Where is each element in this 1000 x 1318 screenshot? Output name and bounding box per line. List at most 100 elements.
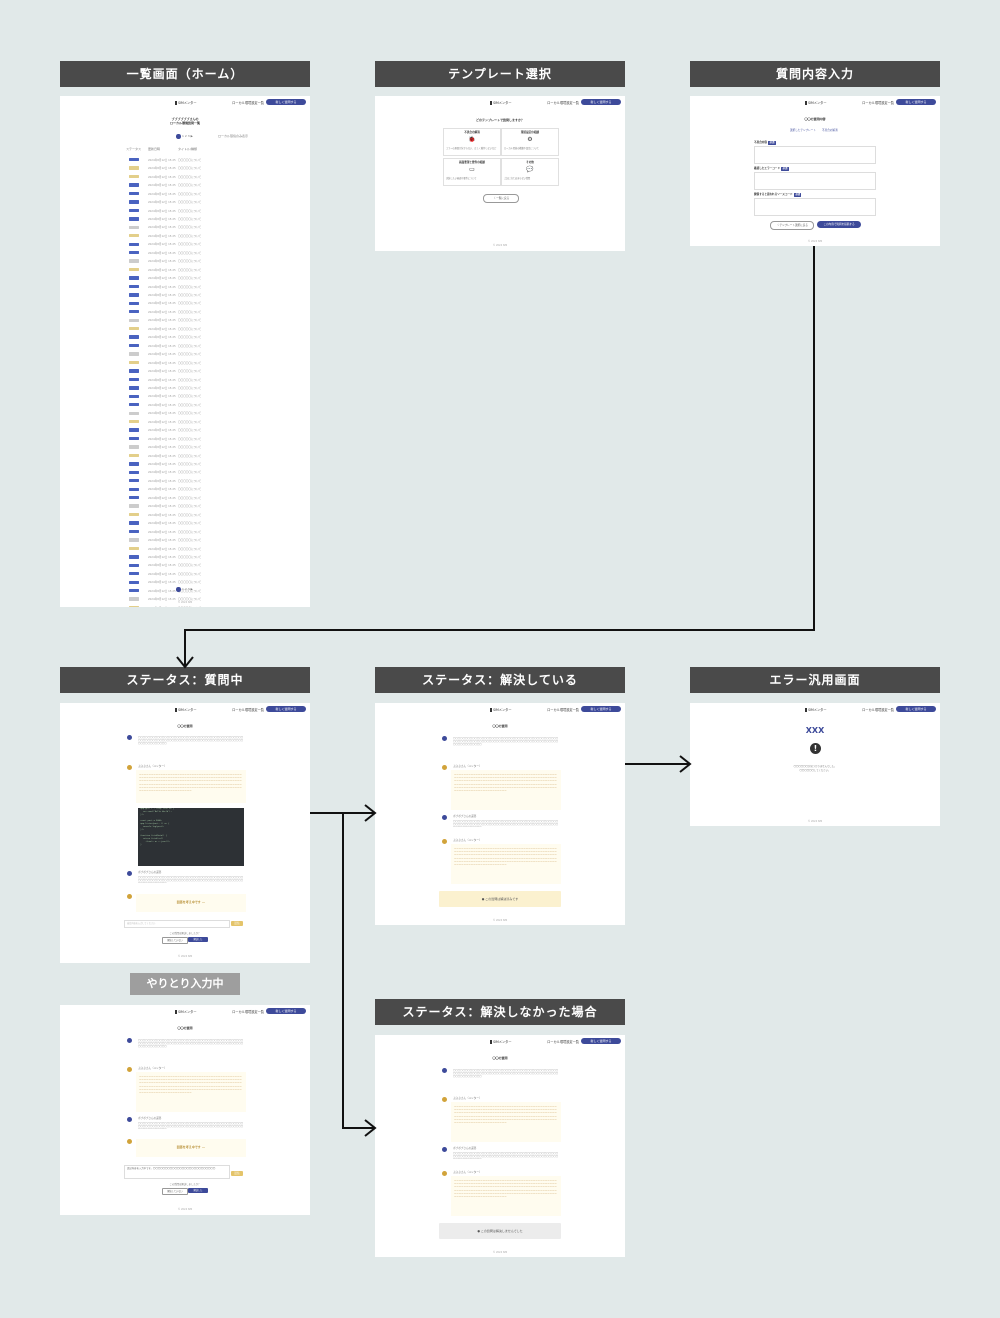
- template-card-other[interactable]: その他 💬 上記に当てはまらない質問: [501, 158, 559, 186]
- send-button[interactable]: 送信: [231, 1171, 243, 1176]
- row-title[interactable]: 〇〇〇〇〇について: [178, 463, 202, 466]
- row-title[interactable]: 〇〇〇〇〇について: [178, 386, 202, 390]
- row-title[interactable]: 〇〇〇〇〇について: [178, 589, 202, 593]
- filter-toggle[interactable]: ローカル環境のみ表示: [218, 134, 249, 138]
- row-title[interactable]: 〇〇〇〇〇について: [178, 572, 202, 576]
- row-title[interactable]: 〇〇〇〇〇について: [178, 302, 202, 306]
- row-title[interactable]: 〇〇〇〇〇について: [178, 336, 202, 340]
- row-title[interactable]: 〇〇〇〇〇について: [178, 285, 202, 289]
- row-title[interactable]: 〇〇〇〇〇について: [178, 581, 202, 585]
- row-title[interactable]: 〇〇〇〇〇について: [178, 446, 202, 450]
- nav-link[interactable]: ローカル環境設定一覧: [547, 101, 579, 105]
- row-title[interactable]: 〇〇〇〇〇について: [178, 437, 202, 441]
- row-title[interactable]: 〇〇〇〇〇について: [178, 192, 202, 196]
- row-title[interactable]: 〇〇〇〇〇について: [178, 167, 202, 171]
- reply-input[interactable]: 追記内容を入力中です。〇〇〇〇〇〇〇〇〇〇〇〇〇〇〇〇〇〇〇〇〇〇〇〇〇〇: [124, 1165, 230, 1179]
- row-title[interactable]: 〇〇〇〇〇について: [178, 505, 202, 509]
- row-title[interactable]: 〇〇〇〇〇について: [178, 310, 202, 314]
- template-card-env[interactable]: 環境設定の相談 ⚙ ローカル環境の構築や設定について: [501, 128, 559, 156]
- row-title[interactable]: 〇〇〇〇〇について: [178, 547, 202, 551]
- row-title[interactable]: 〇〇〇〇〇について: [178, 412, 202, 416]
- logo[interactable]: SIMメンター: [175, 1009, 196, 1014]
- new-question-button[interactable]: 新しく質問する: [896, 98, 936, 105]
- row-title[interactable]: 〇〇〇〇〇について: [178, 251, 202, 255]
- nav-link[interactable]: ローカル環境設定一覧: [862, 708, 894, 712]
- row-title[interactable]: 〇〇〇〇〇について: [178, 378, 202, 382]
- nav-link[interactable]: ローカル環境設定一覧: [547, 1040, 579, 1044]
- field-input-3[interactable]: [754, 198, 876, 216]
- logo[interactable]: SIMメンター: [175, 100, 196, 105]
- nav-link[interactable]: ローカル環境設定一覧: [862, 101, 894, 105]
- row-title[interactable]: 〇〇〇〇〇について: [178, 260, 202, 264]
- template-card-bug[interactable]: 不具合の解消 🐞 エラーの原因が分からない、正しく動作しないなど: [443, 128, 501, 156]
- logo[interactable]: SIMメンター: [490, 1039, 511, 1044]
- row-title[interactable]: 〇〇〇〇〇について: [178, 184, 202, 188]
- row-title[interactable]: 〇〇〇〇〇について: [178, 370, 202, 374]
- pager-current[interactable]: [176, 134, 181, 139]
- new-question-button[interactable]: 新しく質問する: [266, 705, 306, 712]
- row-title[interactable]: 〇〇〇〇〇について: [178, 344, 202, 348]
- pager-bottom[interactable]: 1 2 3 ▶: [182, 586, 193, 591]
- row-title[interactable]: 〇〇〇〇〇について: [178, 217, 202, 221]
- pager-bottom-current[interactable]: [176, 587, 181, 592]
- row-title[interactable]: 〇〇〇〇〇について: [178, 496, 202, 500]
- back-button[interactable]: 〈 一覧に戻る: [483, 194, 519, 203]
- row-title[interactable]: 〇〇〇〇〇について: [178, 353, 202, 357]
- logo[interactable]: SIMメンター: [490, 707, 511, 712]
- row-title[interactable]: 〇〇〇〇〇について: [178, 429, 202, 433]
- row-title[interactable]: 〇〇〇〇〇について: [178, 175, 202, 179]
- row-title[interactable]: 〇〇〇〇〇について: [178, 555, 202, 559]
- row-title[interactable]: 〇〇〇〇〇について: [178, 226, 202, 230]
- new-question-button[interactable]: 新しく質問する: [896, 705, 936, 712]
- logo[interactable]: SIMメンター: [805, 100, 826, 105]
- row-title[interactable]: 〇〇〇〇〇について: [178, 158, 202, 162]
- template-tab[interactable]: 選択したテンプレート: [790, 129, 816, 132]
- row-title[interactable]: 〇〇〇〇〇について: [178, 522, 202, 526]
- row-title[interactable]: 〇〇〇〇〇について: [178, 598, 202, 602]
- not-resolved-button[interactable]: 解決していない: [162, 1188, 188, 1195]
- new-question-button[interactable]: 新しく質問する: [581, 1037, 621, 1044]
- row-title[interactable]: 〇〇〇〇〇について: [178, 294, 202, 297]
- send-button[interactable]: 送信: [231, 920, 243, 926]
- field-input-1[interactable]: [754, 146, 876, 164]
- nav-link[interactable]: ローカル環境設定一覧: [232, 101, 264, 105]
- template-card-screen[interactable]: 画面要望と要件の相談 ▭ 実装したい画面や要件について: [443, 158, 501, 186]
- new-question-button[interactable]: 新しく質問する: [266, 1007, 306, 1014]
- logo[interactable]: SIMメンター: [490, 100, 511, 105]
- row-title[interactable]: 〇〇〇〇〇について: [178, 361, 202, 365]
- back-to-template-button[interactable]: 〈 テンプレート選択に戻る: [770, 221, 814, 230]
- nav-link[interactable]: ローカル環境設定一覧: [547, 708, 579, 712]
- row-title[interactable]: 〇〇〇〇〇について: [178, 488, 202, 492]
- row-title[interactable]: 〇〇〇〇〇について: [178, 606, 201, 608]
- new-question-button[interactable]: 新しく質問する: [266, 98, 306, 105]
- row-title[interactable]: 〇〇〇〇〇について: [178, 319, 202, 323]
- pager[interactable]: 1 2 3 ▶: [182, 133, 193, 138]
- template-tab-selected[interactable]: 不具合の解消: [822, 129, 838, 132]
- resolved-button[interactable]: 解決した: [188, 1188, 208, 1193]
- submit-question-button[interactable]: この内容で質問を投稿する: [817, 221, 861, 228]
- row-title[interactable]: 〇〇〇〇〇について: [178, 209, 202, 213]
- not-resolved-button[interactable]: 解決していない: [162, 937, 188, 944]
- row-title[interactable]: 〇〇〇〇〇について: [178, 327, 202, 331]
- row-title[interactable]: 〇〇〇〇〇について: [178, 454, 202, 458]
- row-title[interactable]: 〇〇〇〇〇について: [178, 530, 202, 534]
- row-title[interactable]: 〇〇〇〇〇について: [178, 277, 202, 281]
- row-title[interactable]: 〇〇〇〇〇について: [178, 268, 202, 272]
- new-question-button[interactable]: 新しく質問する: [581, 705, 621, 712]
- nav-link[interactable]: ローカル環境設定一覧: [232, 708, 264, 712]
- reply-input[interactable]: 返信内容を入力してください: [124, 920, 230, 928]
- logo[interactable]: SIMメンター: [175, 707, 196, 712]
- row-title[interactable]: 〇〇〇〇〇について: [178, 564, 202, 568]
- row-title[interactable]: 〇〇〇〇〇について: [178, 539, 202, 543]
- row-title[interactable]: 〇〇〇〇〇について: [178, 513, 202, 517]
- row-title[interactable]: 〇〇〇〇〇について: [178, 243, 202, 247]
- row-title[interactable]: 〇〇〇〇〇について: [178, 479, 202, 483]
- row-title[interactable]: 〇〇〇〇〇について: [178, 201, 202, 205]
- resolved-button[interactable]: 解決した: [188, 937, 208, 942]
- logo[interactable]: SIMメンター: [805, 707, 826, 712]
- field-input-2[interactable]: [754, 172, 876, 190]
- row-title[interactable]: 〇〇〇〇〇について: [178, 471, 202, 475]
- row-title[interactable]: 〇〇〇〇〇について: [178, 403, 202, 407]
- new-question-button[interactable]: 新しく質問する: [581, 98, 621, 105]
- row-title[interactable]: 〇〇〇〇〇について: [178, 420, 202, 424]
